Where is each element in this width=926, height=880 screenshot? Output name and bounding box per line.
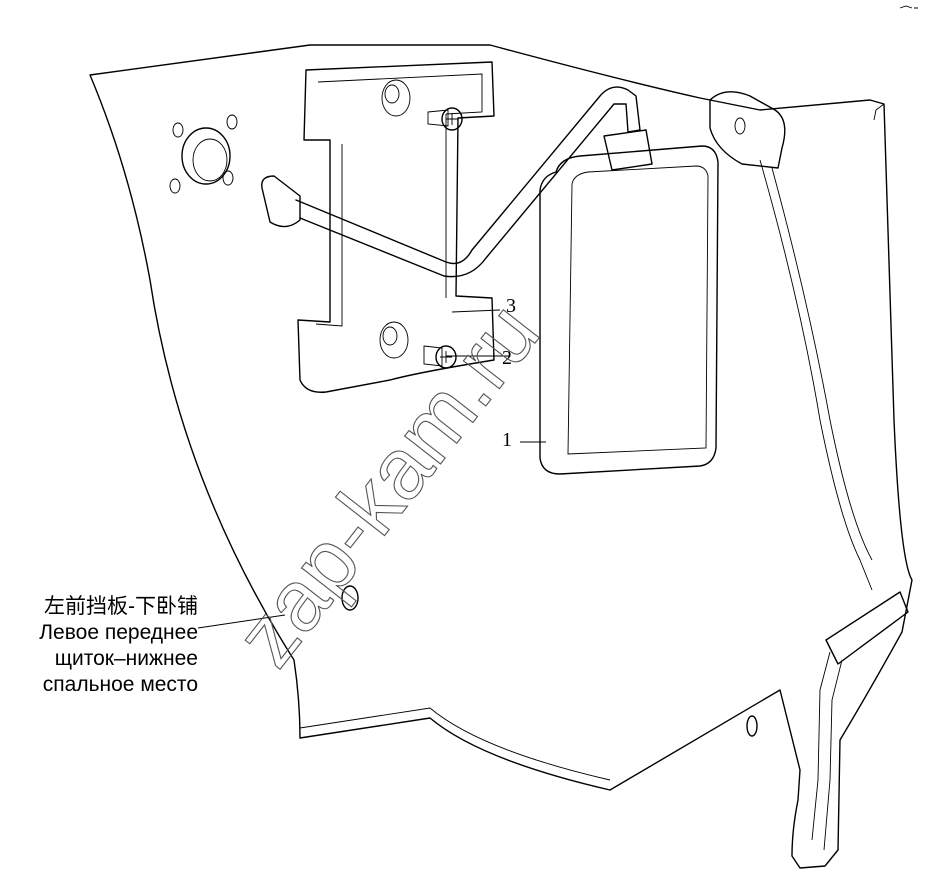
tube xyxy=(295,86,641,278)
part-caption: 左前挡板-下卧铺 Левое переднее щиток–нижнее спа… xyxy=(10,594,198,698)
caption-zh: 左前挡板-下卧铺 xyxy=(44,595,198,618)
caption-ru-line1: Левое переднее xyxy=(39,621,198,644)
panel-flange xyxy=(759,159,873,591)
panel-hole xyxy=(746,715,758,737)
panel-outline xyxy=(89,44,913,869)
mount-bracket xyxy=(709,91,786,169)
screw-upper xyxy=(427,107,463,131)
callout-1: 1 xyxy=(502,429,512,451)
caption-ru-line3: спальное место xyxy=(42,673,198,696)
bracket-plate xyxy=(297,61,495,393)
watermark: zap-kam.ru xyxy=(217,286,557,684)
grommet xyxy=(181,127,231,185)
panel-hole xyxy=(341,585,359,611)
screw-lower xyxy=(423,345,457,369)
callout-3: 3 xyxy=(506,295,516,317)
callout-2: 2 xyxy=(502,347,512,369)
caption-ru-line2: щиток–нижнее xyxy=(54,647,198,670)
receiver-unit xyxy=(539,129,719,475)
